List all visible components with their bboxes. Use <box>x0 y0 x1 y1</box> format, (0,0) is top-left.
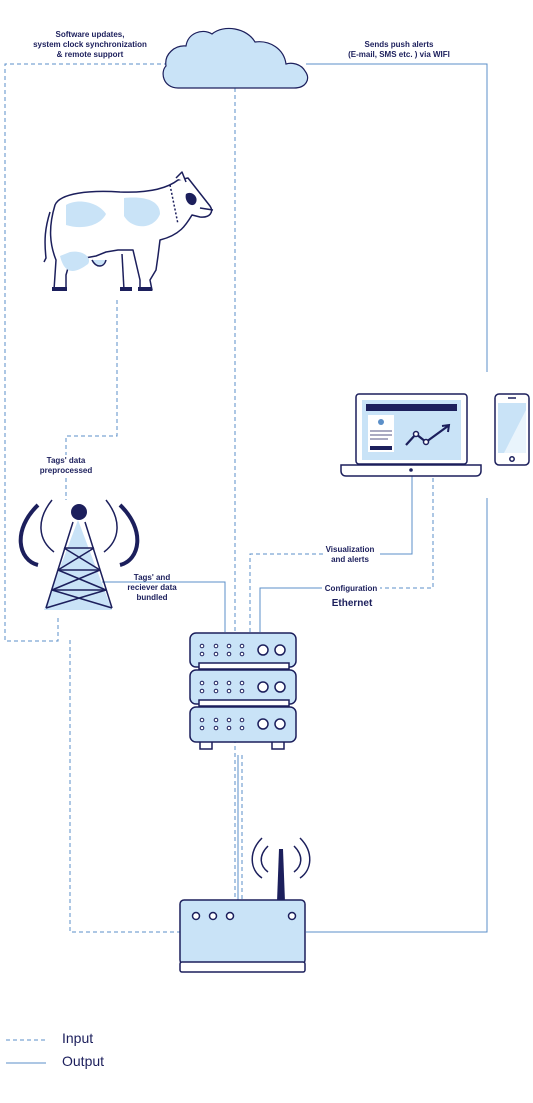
label-configuration: Configuration <box>324 584 378 593</box>
input-connectors <box>4 63 434 933</box>
label-ethernet: Ethernet <box>331 598 373 609</box>
cow-icon <box>43 171 214 291</box>
laptop-icon <box>340 393 482 477</box>
label-visualization: Visualization and alerts <box>325 545 375 564</box>
server-stack-icon <box>189 632 297 750</box>
cloud-icon <box>162 27 309 89</box>
smartphone-icon <box>494 393 530 466</box>
legend-input-label: Input <box>62 1030 94 1046</box>
legend-output-label: Output <box>62 1053 105 1069</box>
label-cloud-right: Sends push alerts (E-mail, SMS etc. ) vi… <box>348 40 450 59</box>
output-connectors <box>102 63 488 933</box>
radio-tower-icon <box>18 499 140 610</box>
router-icon <box>179 837 311 973</box>
label-cloud-left: Software updates, system clock synchroni… <box>33 30 147 59</box>
label-tags-preprocessed: Tags' data preprocessed <box>39 456 93 475</box>
label-tags-bundled: Tags' and reciever data bundled <box>127 573 177 602</box>
